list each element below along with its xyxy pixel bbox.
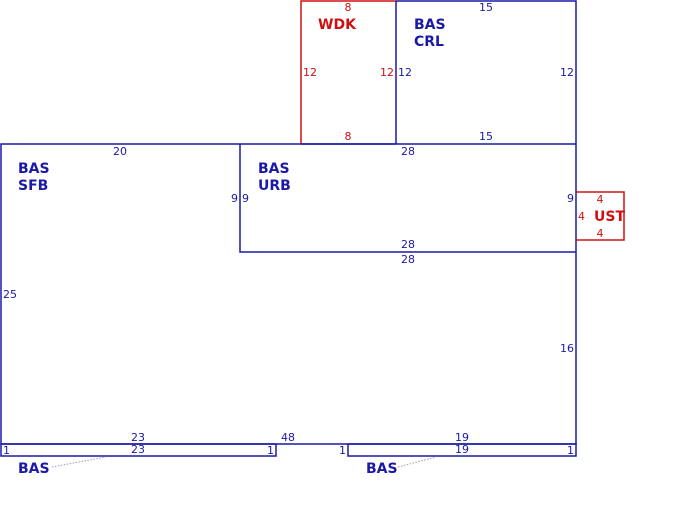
bas-left-leader: [51, 456, 107, 468]
crl-label-line1: BAS: [414, 17, 446, 33]
urb-dim-top: 28: [401, 145, 415, 158]
urb-dim-bottom: 28: [401, 238, 415, 251]
wdk-label: WDK: [318, 17, 357, 33]
outlines: [0, 0, 625, 468]
sfb-dim-below-urb: 28: [401, 253, 415, 266]
urb-label-line1: BAS: [258, 161, 290, 177]
sfb-dim-right-lower: 16: [560, 342, 574, 355]
wdk-dim-top: 8: [345, 1, 352, 14]
bas-strip-right-outline: [347, 443, 577, 457]
urb-dim-left: 9: [242, 192, 249, 205]
bas-strip-left-outline: [0, 443, 277, 457]
wdk-dim-bottom: 8: [345, 130, 352, 143]
bas-strip-left-dim-top: 23: [131, 443, 145, 456]
sfb-label-line2: SFB: [18, 178, 48, 194]
ust-area: UST 4 4 4: [578, 193, 625, 240]
wdk-dim-right: 12: [380, 66, 394, 79]
bas-strip-right-dim-top: 19: [455, 443, 469, 456]
urb-label-line2: URB: [258, 178, 291, 194]
wdk-outline: [300, 0, 396, 144]
crl-outline: [396, 0, 577, 144]
bas-strip-right-dim-left: 1: [339, 444, 346, 457]
sfb-dim-left: 25: [3, 288, 17, 301]
ust-outline: [576, 191, 625, 241]
crl-dim-top: 15: [479, 1, 493, 14]
ust-dim-top: 4: [597, 193, 604, 206]
bas-strip-right-label: BAS: [366, 461, 398, 477]
sfb-dim-right: 9: [231, 192, 238, 205]
urb-area: BAS URB 28 9 9 28: [242, 145, 574, 251]
sfb-dim-bottom-right: 19: [455, 431, 469, 444]
sfb-dim-bottom-mid: 48: [281, 431, 295, 444]
bas-strip-left-dim-left: 1: [3, 444, 10, 457]
urb-dim-right: 9: [567, 192, 574, 205]
urb-outline: [239, 144, 576, 253]
bas-strip-right-dim-right: 1: [567, 444, 574, 457]
sfb-dim-bottom-left: 23: [131, 431, 145, 444]
sfb-dim-top: 20: [113, 145, 127, 158]
bas-strip-left: BAS 23 1 1: [3, 443, 274, 477]
ust-label: UST: [594, 209, 625, 225]
crl-dim-right: 12: [560, 66, 574, 79]
crl-area: BAS CRL 15 12 12 15: [398, 1, 574, 143]
ust-dim-left: 4: [578, 210, 585, 223]
crl-dim-bottom: 15: [479, 130, 493, 143]
wdk-area: WDK 8 12 12 8: [303, 1, 394, 143]
wdk-dim-left: 12: [303, 66, 317, 79]
sfb-label-line1: BAS: [18, 161, 50, 177]
crl-dim-left: 12: [398, 66, 412, 79]
crl-label-line2: CRL: [414, 34, 444, 50]
bas-strip-right: BAS 19 1 1: [339, 443, 574, 477]
bas-strip-left-label: BAS: [18, 461, 50, 477]
bas-strip-left-dim-right: 1: [267, 444, 274, 457]
ust-dim-bottom: 4: [597, 227, 604, 240]
bas-right-leader: [397, 456, 437, 468]
sfb-area: BAS SFB 20 25 9 28 16 23 48 19: [3, 145, 574, 444]
